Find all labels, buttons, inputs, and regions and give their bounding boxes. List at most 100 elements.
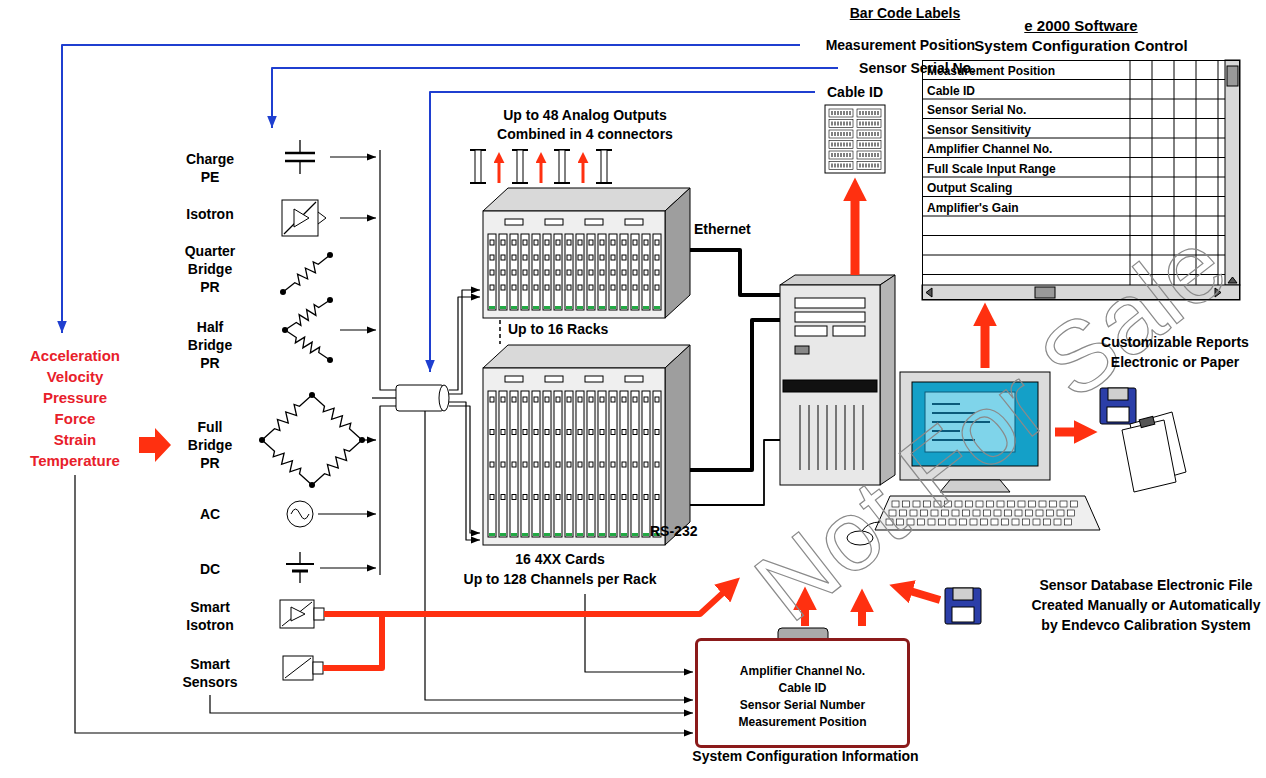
bar-code-bars xyxy=(878,111,879,115)
keyboard-key xyxy=(1047,510,1054,516)
keyboard-key xyxy=(984,510,991,516)
amplifier-card xyxy=(631,391,639,537)
bar-code-bars xyxy=(878,143,879,147)
card-led xyxy=(588,533,594,536)
node-text: Acceleration Velocity Pressure Force Str… xyxy=(15,345,135,471)
amplifier-card xyxy=(620,391,628,537)
bar-code-bars xyxy=(878,153,879,157)
bar-code-bars xyxy=(850,122,851,126)
bar-code-bars xyxy=(860,143,861,147)
ac-source-symbol xyxy=(291,509,309,519)
bar-code-bars xyxy=(869,122,870,126)
card-detail xyxy=(589,255,593,260)
card-detail xyxy=(545,495,549,500)
card-detail xyxy=(556,285,560,290)
card-detail xyxy=(501,285,505,290)
bar-code-bars xyxy=(841,132,842,136)
bar-code-bars xyxy=(847,143,848,147)
card-detail xyxy=(545,270,549,275)
cable-symbol xyxy=(396,385,444,411)
amplifier-card xyxy=(576,391,584,537)
card-detail xyxy=(633,270,637,275)
keyboard-key xyxy=(1057,510,1064,516)
rs232-line xyxy=(690,440,780,505)
bar-code-heading: Bar Code Labels xyxy=(820,4,990,22)
rack-front xyxy=(483,368,665,545)
card-detail xyxy=(600,285,604,290)
capacitor-plate xyxy=(285,152,315,155)
card-detail xyxy=(567,397,571,402)
card-detail xyxy=(556,430,560,435)
table-rule xyxy=(922,79,1225,80)
bar-code-bars xyxy=(835,132,836,136)
bar-code-bars xyxy=(860,122,861,126)
sensor-label: Smart Isotron xyxy=(175,598,245,634)
isotron-symbol xyxy=(318,212,326,224)
table-rule xyxy=(922,196,1225,197)
info-connector xyxy=(210,695,693,713)
bar-code-bars xyxy=(841,164,842,168)
card-detail xyxy=(578,397,582,402)
node-text: Full Bridge PR xyxy=(175,418,245,472)
card-detail xyxy=(523,495,527,500)
bar-code-bars xyxy=(841,122,842,126)
config-table: e 2000 SoftwareSystem Configuration Cont… xyxy=(922,60,1240,300)
card-led xyxy=(577,306,583,309)
card-detail xyxy=(556,495,560,500)
bar-code-bars xyxy=(869,164,870,168)
keyboard-key xyxy=(987,501,994,507)
card-detail xyxy=(600,495,604,500)
card-detail xyxy=(622,255,626,260)
output-arrow xyxy=(582,162,585,183)
amplifier-card xyxy=(598,391,606,537)
card-led xyxy=(489,533,495,536)
keyboard-key xyxy=(1008,501,1015,507)
bus-wire xyxy=(372,397,396,398)
card-led xyxy=(533,306,539,309)
amplifier-card xyxy=(653,234,661,310)
card-detail xyxy=(622,270,626,275)
node-text: Half Bridge PR xyxy=(175,318,245,372)
rack-side xyxy=(665,345,690,545)
amplifier-card xyxy=(642,391,650,537)
tower-vent xyxy=(817,405,819,470)
ac-source-symbol xyxy=(287,501,313,527)
bar-code-bars xyxy=(850,132,851,136)
terminal-dot xyxy=(327,252,333,258)
card-detail xyxy=(512,397,516,402)
keyboard-key xyxy=(981,519,988,525)
amplifier-card xyxy=(653,391,661,537)
amplifier-card xyxy=(609,234,617,310)
card-detail xyxy=(523,240,527,245)
card-detail xyxy=(622,397,626,402)
card-led xyxy=(544,533,550,536)
card-detail xyxy=(611,240,615,245)
keyboard-key xyxy=(1012,519,1019,525)
terminal-dot xyxy=(280,289,286,295)
card-led xyxy=(566,306,572,309)
bar-code-bars xyxy=(866,143,867,147)
card-detail xyxy=(567,255,571,260)
card-detail xyxy=(578,255,582,260)
bar-code-label xyxy=(829,141,853,149)
tower-vent xyxy=(835,405,837,470)
card-detail xyxy=(512,270,516,275)
bar-code-bars xyxy=(860,153,861,157)
card-detail xyxy=(589,270,593,275)
card-led xyxy=(610,306,616,309)
bar-code-bars xyxy=(869,132,870,136)
output-connector xyxy=(512,182,528,184)
bar-code-label xyxy=(857,162,881,170)
database-note: Sensor Database Electronic File Created … xyxy=(1030,575,1262,635)
rack-front xyxy=(483,211,665,318)
card-detail xyxy=(534,285,538,290)
table-rule xyxy=(922,118,1225,119)
terminal-dot xyxy=(309,392,315,398)
card-detail xyxy=(567,462,571,467)
card-detail xyxy=(611,495,615,500)
card-led xyxy=(566,533,572,536)
sensor-label: Isotron xyxy=(175,205,245,223)
card-detail xyxy=(655,430,659,435)
flow-arrow xyxy=(851,199,860,275)
rack-indicator xyxy=(505,376,523,382)
